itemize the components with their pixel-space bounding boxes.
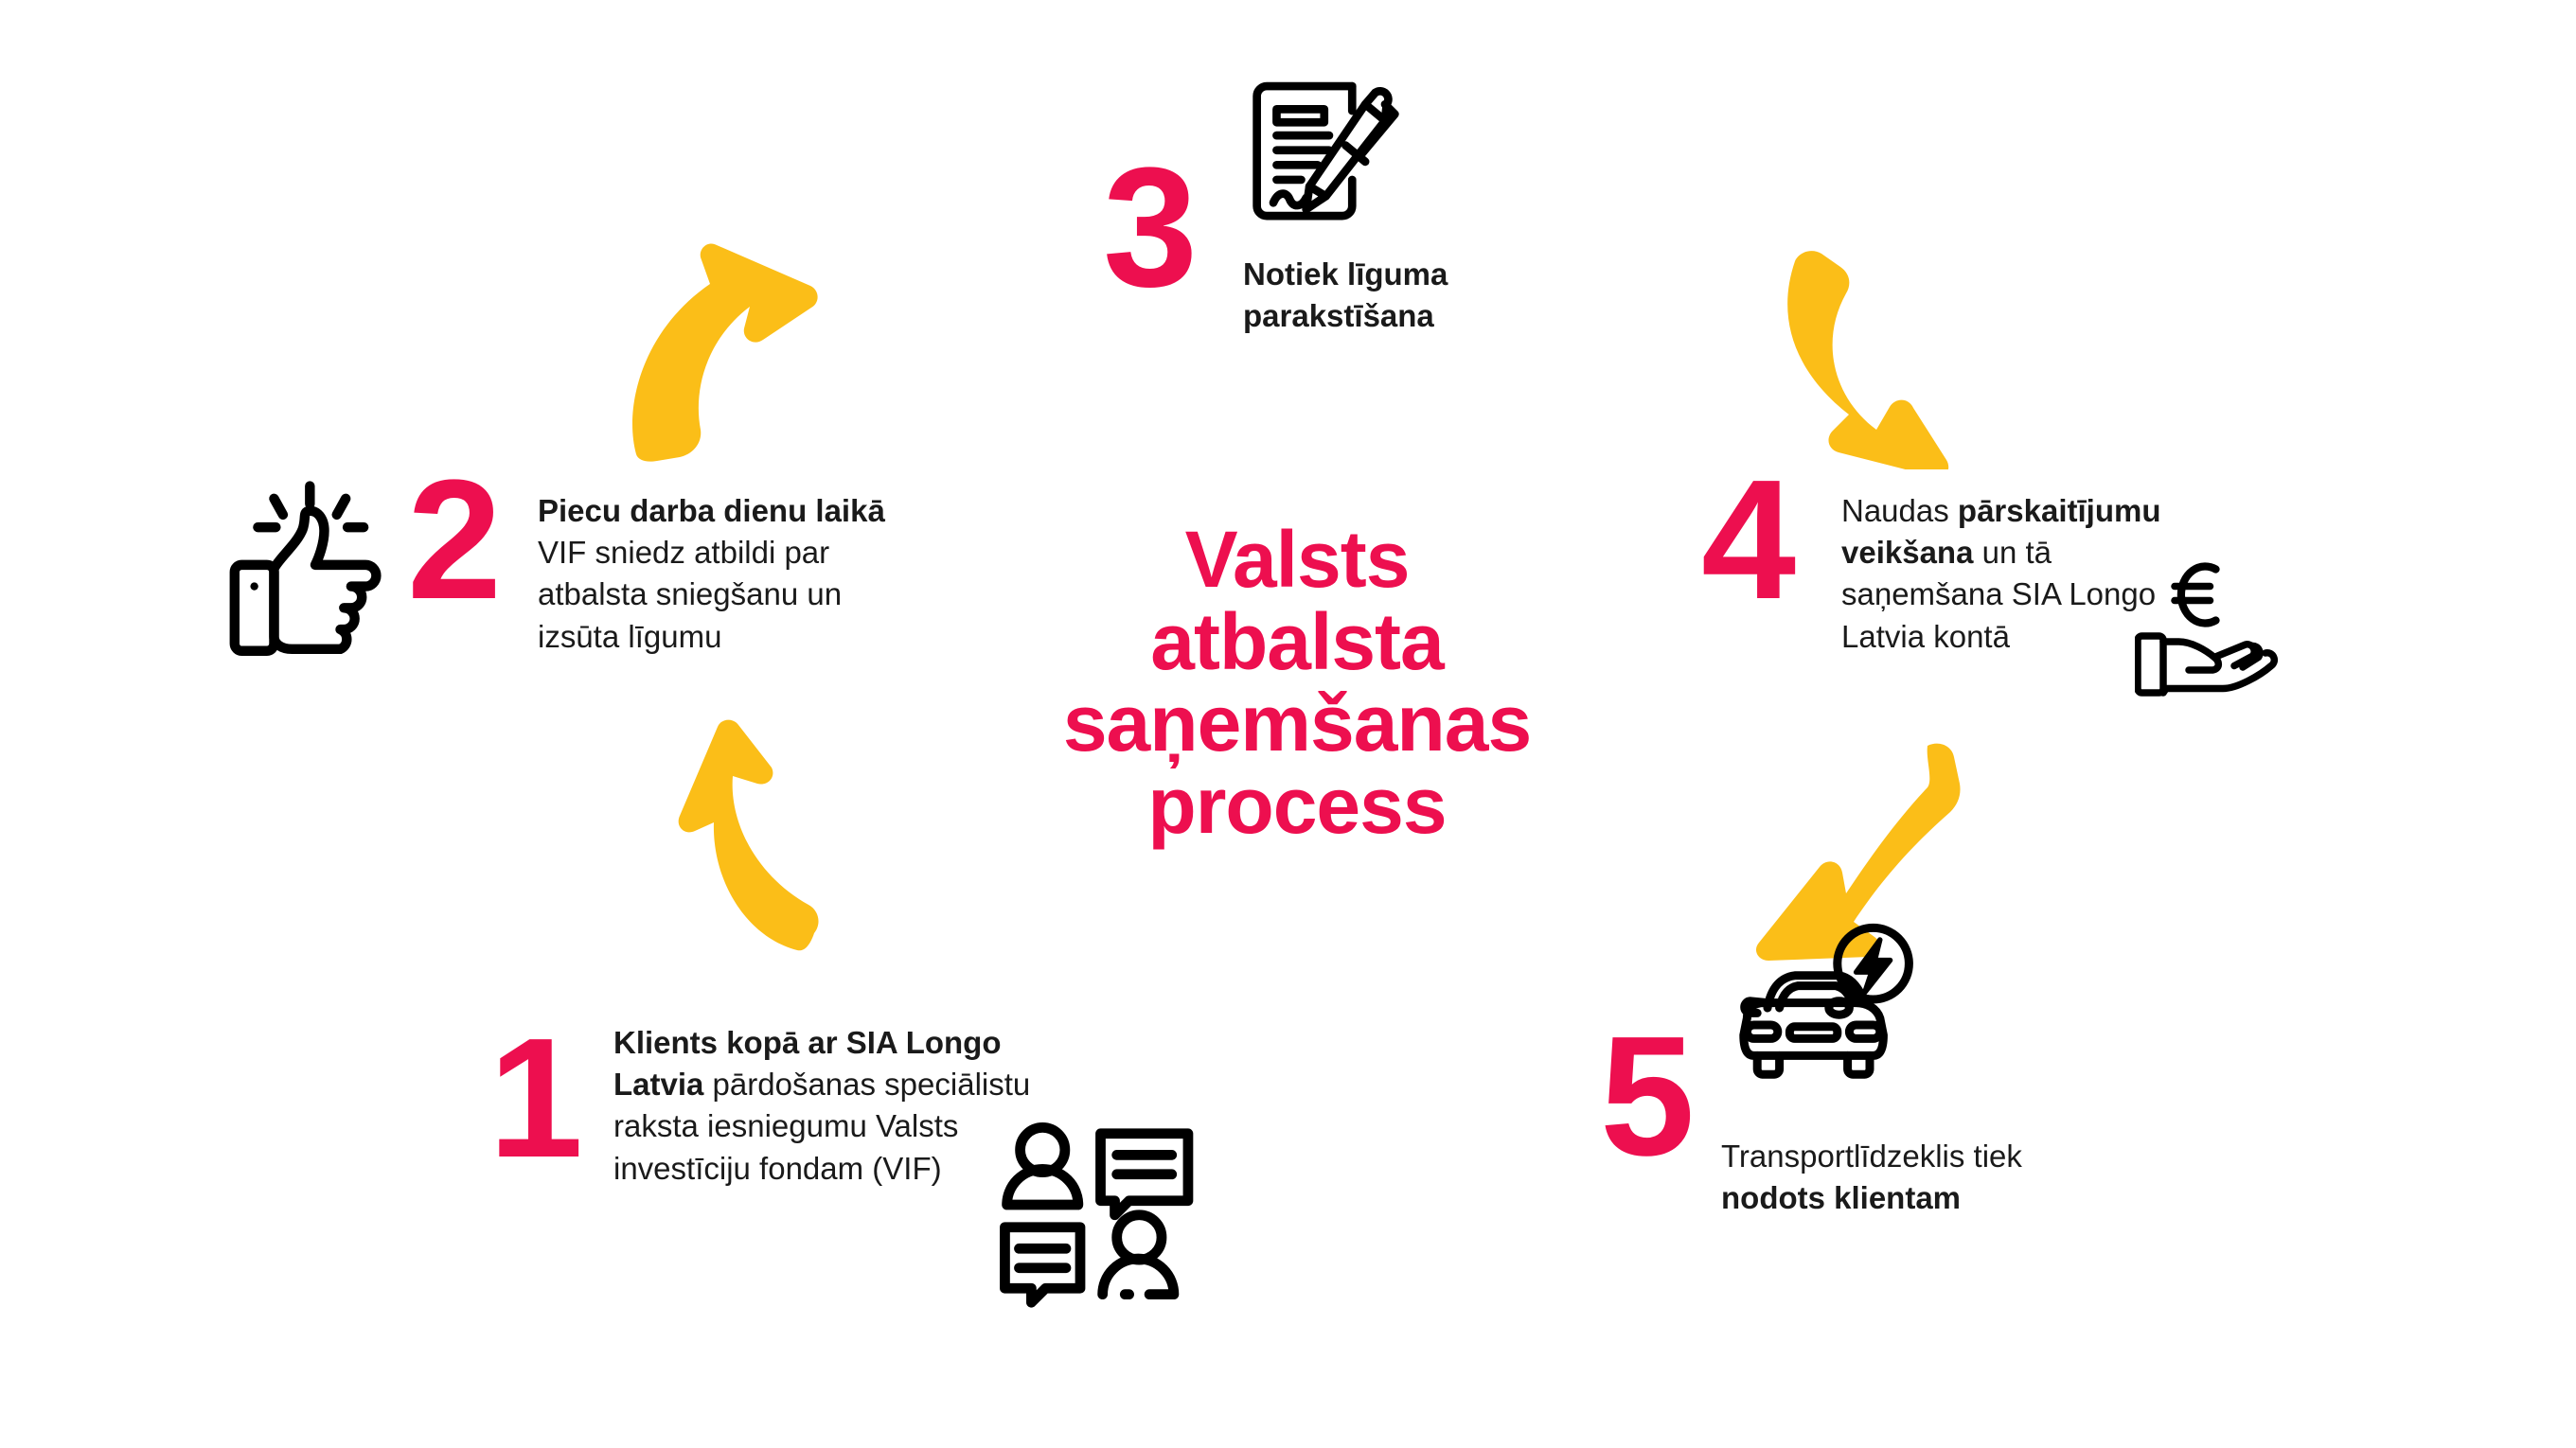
step-4-text: Naudas pārskaitījumu veikšana un tā saņe… bbox=[1841, 490, 2220, 658]
step-2-text-bold: Piecu darba dienu laikā bbox=[538, 493, 885, 528]
step-1-text-bold: Klients kopā ar SIA Longo Latvia bbox=[613, 1025, 1002, 1103]
thumbs-up-icon bbox=[225, 479, 405, 663]
page-title: Valsts atbalsta saņemšanas process bbox=[1004, 519, 1590, 846]
title-line-4: process bbox=[1147, 760, 1447, 850]
step-3-number: 3 bbox=[1103, 132, 1198, 323]
step-1-text-regular: pārdošanas speciālistu raksta iesniegumu… bbox=[613, 1067, 1031, 1186]
step-1-number: 1 bbox=[489, 1003, 583, 1193]
step-5-text-regular: Transportlīdzeklis tiek bbox=[1721, 1139, 2022, 1174]
step-2-text: Piecu darba dienu laikā VIF sniedz atbil… bbox=[538, 490, 907, 658]
arrow-bottom-left-icon bbox=[589, 717, 863, 954]
step-5-text-bold: nodots klientam bbox=[1721, 1180, 1962, 1216]
title-line-3: saņemšanas bbox=[1062, 679, 1532, 768]
step-4-text-regular-1: Naudas bbox=[1841, 493, 1958, 528]
people-chat-icon bbox=[999, 1109, 1202, 1313]
title-line-2: atbalsta bbox=[1150, 596, 1444, 686]
step-3-text: Notiek līguma parakstīšana bbox=[1243, 254, 1527, 337]
arrow-top-left-icon bbox=[587, 216, 862, 462]
title-line-1: Valsts bbox=[1184, 515, 1411, 604]
step-5-text: Transportlīdzeklis tiek nodots klientam bbox=[1721, 1136, 2081, 1219]
step-1-text: Klients kopā ar SIA Longo Latvia pārdoša… bbox=[613, 1022, 1096, 1190]
step-2-number: 2 bbox=[407, 445, 502, 635]
arrow-bottom-right-icon bbox=[1725, 712, 1999, 967]
step-4-text-regular-2: un tā saņemšana SIA Longo Latvia kontā bbox=[1841, 535, 2157, 654]
step-2-text-regular: VIF sniedz atbildi par atbalsta sniegšan… bbox=[538, 535, 843, 654]
electric-car-icon bbox=[1732, 923, 1922, 1093]
step-5-number: 5 bbox=[1600, 1001, 1695, 1192]
arrow-top-right-icon bbox=[1763, 233, 2018, 469]
step-4-number: 4 bbox=[1701, 445, 1796, 635]
hand-euro-icon bbox=[2135, 556, 2305, 698]
step-4-text-bold: pārskaitījumu veikšana bbox=[1841, 493, 2161, 571]
step-3-text-bold: Notiek līguma parakstīšana bbox=[1243, 256, 1448, 334]
contract-signing-icon bbox=[1243, 68, 1409, 229]
